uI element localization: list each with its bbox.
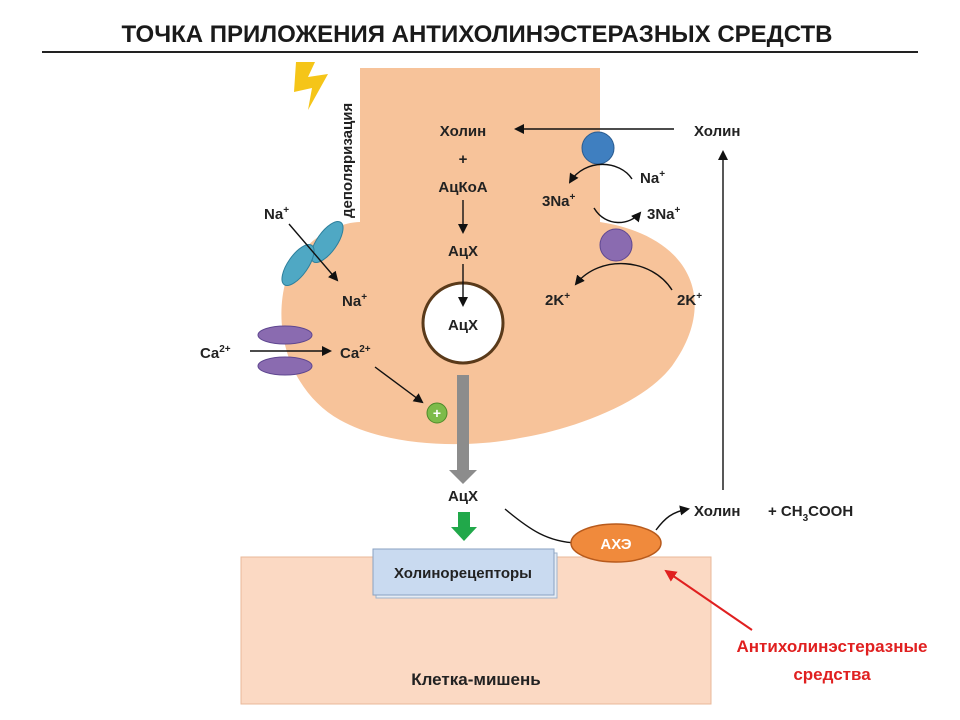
page-title: ТОЧКА ПРИЛОЖЕНИЯ АНТИХОЛИНЭСТЕРАЗНЫХ СРЕ… <box>121 21 832 48</box>
drug-inhibition-arrow <box>664 569 753 631</box>
ca-inside-label: Ca2+ <box>340 344 371 362</box>
ca-channel-subunit-2 <box>257 356 313 376</box>
release-arrow-shaft <box>457 375 469 472</box>
vesicle-ach-label: АцХ <box>448 317 478 334</box>
cholinoreceptor-label: Холинорецепторы <box>394 565 532 582</box>
ca-channel-subunit-1 <box>257 325 313 345</box>
acetic-acid-label: + CH3COOH <box>768 503 853 524</box>
synthesis-acetyl-coa: АцКоА <box>438 179 487 196</box>
released-ach-label: АцХ <box>448 488 478 505</box>
synthesis-ach: АцХ <box>448 243 478 260</box>
na-cotransport-arrow <box>568 163 633 184</box>
ca-outside-label: Ca2+ <box>200 344 231 362</box>
k2-outside-label: 2K+ <box>677 291 702 309</box>
synthesis-plus: + <box>459 151 468 168</box>
ache-product-arrow <box>655 505 690 531</box>
k2-influx-arrow <box>574 263 673 291</box>
na-k-pump <box>599 228 633 262</box>
lightning-icon <box>294 62 328 110</box>
na-channel-subunit-2 <box>281 244 315 286</box>
synthesis-choline: Холин <box>440 123 486 140</box>
target-cell-label: Клетка-мишень <box>411 670 541 689</box>
na3-outside-label: 3Na+ <box>647 205 681 223</box>
receptor-arrow-shaft <box>458 512 470 528</box>
choline-product-label: Холин <box>694 503 740 520</box>
plus-badge-label: + <box>433 405 441 421</box>
release-arrow-head <box>449 470 477 484</box>
cholinoreceptor-box <box>372 548 555 596</box>
choline-transporter <box>581 131 615 165</box>
na-influx-arrow <box>288 223 339 282</box>
drug-label-line2: средства <box>793 665 871 684</box>
choline-outside-label: Холин <box>694 123 740 140</box>
k2-inside-label: 2K+ <box>545 291 570 309</box>
na-outside-label: Na+ <box>264 205 289 223</box>
na-inside-label: Na+ <box>342 292 367 310</box>
plus-badge <box>426 402 448 424</box>
ca-to-release-arrow <box>374 366 424 404</box>
na3-inside-label: 3Na+ <box>542 192 576 210</box>
depolarization-label: деполяризация <box>339 103 356 218</box>
na3-efflux-arrow <box>593 207 642 224</box>
ache-enzyme <box>570 523 662 563</box>
receptor-arrow-head <box>451 527 477 541</box>
na-channel-subunit-1 <box>310 221 344 263</box>
ach-to-ache-arrow <box>504 508 578 544</box>
ache-label: АХЭ <box>600 536 631 553</box>
na-cotransport-label: Na+ <box>640 169 665 187</box>
drug-label-line1: Антихолинэстеразные <box>737 637 928 656</box>
